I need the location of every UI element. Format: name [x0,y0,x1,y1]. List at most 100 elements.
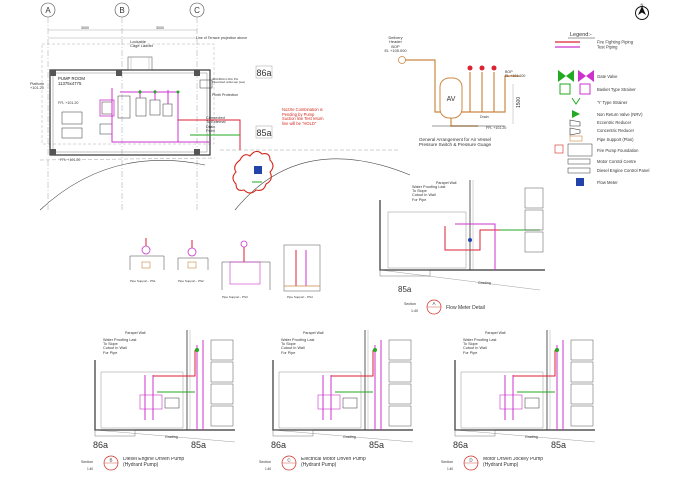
nrv-icon [572,110,580,118]
flow-meter-detail: Parapet Wall Water Proofing Last To Slop… [379,180,545,315]
svg-text:B: B [119,6,124,15]
pump-room-title: PUMP ROOM 11375x4775 [58,76,85,86]
north-arrow-icon: N [635,2,649,20]
legend-item: Gate Valve [597,74,618,79]
section-caption: Diesel Engine Driven Pump (Hydrant Pump) [123,457,185,468]
svg-text:Pipe Support - PS3: Pipe Support - PS3 [222,295,248,299]
nozzle-note: Nozzle Combination is Pending by Pump Su… [282,108,324,126]
parapet-label: Parapet Wall [436,181,457,185]
legend-title: Legend:- [570,32,592,38]
svg-text:Pipe Support - PS1: Pipe Support - PS1 [130,279,156,283]
connected-drain-label: Connected To External Drain Point [206,116,226,133]
av-ffl-label: FFL +101.20 [486,126,506,130]
bop-label: BOP EL +101.100 [505,70,526,78]
vessel-dim: 1500 [516,97,522,108]
section-word: Section [259,460,271,464]
drain-pot-note: 400x400mm Dim Pot Pluverised outlet sep … [212,78,246,85]
svg-text:A: A [45,6,51,15]
grid-bubble-c: C [189,2,205,18]
legend: Legend:- Fire Fighting Piping Test Pipin… [554,32,649,186]
north-label: N [641,2,644,7]
legend-item: Motor Control Centre [597,159,637,164]
section-scale: 1:40 [265,467,271,471]
grid-bubble-b: B [114,2,130,18]
gate-valve-icon [558,70,594,82]
drain-label: Drain [480,115,489,119]
grid-bubble-a: A [40,2,56,18]
section-mark-86a: 86a [271,440,286,450]
grading-label: Grading [478,281,491,285]
legend-item: Fire Pump Foundation [597,148,639,153]
decp-icon [567,167,591,174]
svg-text:85a: 85a [256,128,271,138]
mcc-icon [567,158,591,165]
air-vessel-arrangement: Delivery Header BOP EL +105.000 AV Drain… [384,36,526,148]
air-vessel-label: AV [447,96,456,103]
cage-ladder-label: Lockable Cage Ladder [130,40,154,49]
parapet-label: Parapet Wall [125,331,146,335]
section-word: Section [404,302,416,306]
platform-label: Platform +101.20 [30,82,45,91]
grading-label: Grading [165,435,178,439]
plinth-label: Plinth Protection [212,93,238,97]
svg-text:A: A [432,301,435,306]
legend-item: 'Y' Type Strainer [597,100,628,105]
flow-meter-caption: Flow Meter Detail [446,305,485,311]
legend-item: Test Piping [597,45,618,50]
section-word: Section [81,460,93,464]
section-caption: Electrical Motor Driven Pump (Hydrant Pu… [301,457,366,468]
dim-right: 3000 [156,26,164,30]
grading-label: Grading [525,435,538,439]
section-scale: 1:40 [87,467,93,471]
section-mark-86a: 86a [255,65,273,79]
legend-item: Pipe Support (Plan) [597,137,634,142]
waterproof-label: Water Proofing Last To Slope Cutout In W… [103,338,137,355]
revision-cloud [232,150,274,194]
legend-item: Eccentric Reducer [597,120,632,125]
pipe-support-ps4: Pipe Support - PS4 [283,244,321,299]
waterproof-label: Water Proofing Last To Slope Cutout In W… [412,185,446,202]
eccentric-reducer-icon [569,119,581,127]
section-mark-85a: 85a [398,285,412,294]
svg-text:C: C [194,6,200,15]
pipe-support-details: Pipe Support - PS1 Pipe Support - PS2 Pi… [129,238,321,299]
flow-meter-legend-icon [576,178,584,186]
parapet-label: Parapet Wall [303,331,324,335]
legend-item: Basket Type Strainer [597,87,636,92]
ffl-lower-label: FFL +101.20 [60,158,80,162]
svg-text:Pipe Support - PS2: Pipe Support - PS2 [178,279,204,283]
section-caption: Motor Driven Jockey Pump (Hydrant Pump) [483,457,544,468]
legend-item: Non Return Valve (NRV) [597,112,643,117]
basket-strainer-icon [559,83,591,95]
pipe-support-icon [569,135,583,142]
section-scale: 1:40 [447,467,453,471]
svg-text:86a: 86a [256,68,271,78]
section-scale: 1:40 [411,309,418,313]
section-letter: C [287,458,291,463]
air-vessel-caption: General Arrangement for Air Vessel Press… [418,137,492,148]
section-letter: D [469,458,473,463]
waterproof-label: Water Proofing Last To Slope Cutout In W… [281,338,315,355]
flow-meter-icon [254,166,262,174]
legend-item: Diesel Engine Control Panel [597,168,649,173]
section-mark-85a: 85a [255,125,273,139]
legend-item: Concentric Reducer [597,128,635,133]
grading-label: Grading [343,435,356,439]
waterproof-label: Water Proofing Last To Slope Cutout In W… [463,338,497,355]
concentric-reducer-icon [569,127,581,136]
section-mark-86a: 86a [93,440,108,450]
terrace-note: Line of Terrace projection above [196,36,247,40]
section-mark-85a: 85a [191,440,206,450]
pump-foundation-icon [554,143,593,157]
delivery-header-label: Delivery Header BOP EL +105.000 [384,36,407,53]
section-mark-85a: 85a [551,440,566,450]
dim-left: 3000 [81,26,89,30]
section-mark-85a: 85a [369,440,384,450]
section-letter: B [109,458,112,463]
section-word: Section [441,460,453,464]
ffl-plan-label: FFL +101.20 [58,101,78,105]
